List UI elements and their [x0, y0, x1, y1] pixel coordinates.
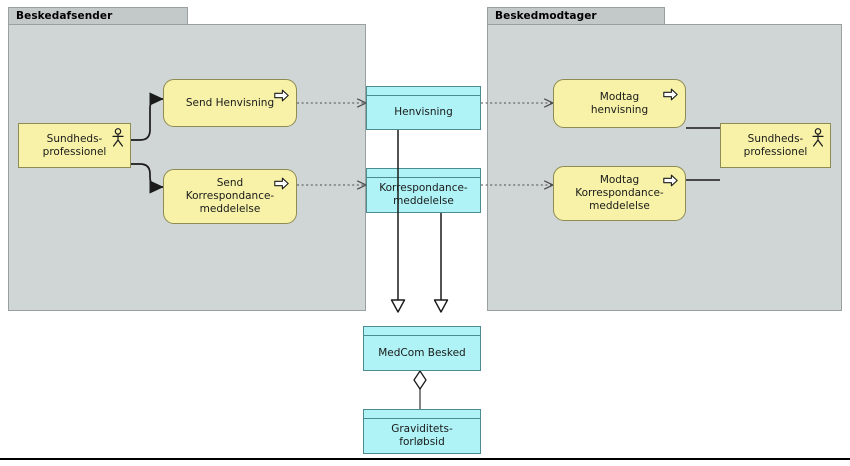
object-body: Henvisning [367, 96, 480, 129]
process-send-korrespondance-label: Send Korrespondance- meddelelse [185, 177, 275, 215]
process-modtag-korrespondance-label: Modtag Korrespondance- meddelelse [575, 174, 664, 212]
actor-left-label: Sundheds- professionel [42, 132, 107, 158]
process-arrow-icon [274, 177, 289, 190]
process-send-henvisning[interactable]: Send Henvisning [163, 79, 297, 127]
edge-actor-to-send-henvisning [131, 92, 164, 141]
object-henvisning-label: Henvisning [394, 106, 453, 118]
object-body: MedCom Besked [364, 336, 480, 370]
process-send-korrespondancemeddelelse[interactable]: Send Korrespondance- meddelelse [163, 169, 297, 224]
object-header-bar [367, 87, 480, 96]
object-header-bar [364, 410, 480, 419]
group-beskedafsender-tab: Beskedafsender [8, 7, 188, 25]
process-arrow-icon [274, 89, 289, 102]
bottom-divider [0, 458, 850, 460]
actor-sundhedsprofessionel-right[interactable]: Sundheds- professionel [720, 123, 831, 168]
object-medcom-besked[interactable]: MedCom Besked [363, 326, 481, 371]
process-send-henvisning-label: Send Henvisning [185, 96, 275, 109]
actor-icon [112, 128, 124, 147]
object-body: Korrespondance- meddelelse [367, 178, 480, 212]
process-arrow-icon [663, 174, 678, 187]
object-henvisning[interactable]: Henvisning [366, 86, 481, 130]
actor-right-label: Sundheds- professionel [743, 132, 808, 158]
object-medcom-besked-label: MedCom Besked [378, 346, 466, 359]
object-korrespondance-label: Korrespondance- meddelelse [379, 182, 468, 207]
actor-sundhedsprofessionel-left[interactable]: Sundheds- professionel [18, 123, 131, 168]
object-header-bar [364, 327, 480, 336]
group-beskedafsender-title: Beskedafsender [16, 10, 113, 22]
group-beskedmodtager-title: Beskedmodtager [495, 10, 597, 22]
group-beskedmodtager-tab: Beskedmodtager [487, 7, 665, 25]
process-modtag-henvisning[interactable]: Modtag henvisning [553, 79, 686, 128]
object-body: Graviditets- forløbsid [364, 419, 480, 453]
process-modtag-korrespondancemeddelelse[interactable]: Modtag Korrespondance- meddelelse [553, 166, 686, 221]
object-header-bar [367, 169, 480, 178]
object-korrespondancemeddelelse[interactable]: Korrespondance- meddelelse [366, 168, 481, 213]
actor-icon [812, 128, 824, 147]
object-graviditetsforloebsid-label: Graviditets- forløbsid [391, 423, 453, 448]
edge-actor-to-send-korrespondance [131, 163, 164, 194]
object-graviditetsforloebsid[interactable]: Graviditets- forløbsid [363, 409, 481, 454]
process-modtag-henvisning-label: Modtag henvisning [590, 90, 649, 116]
process-arrow-icon [663, 88, 678, 101]
